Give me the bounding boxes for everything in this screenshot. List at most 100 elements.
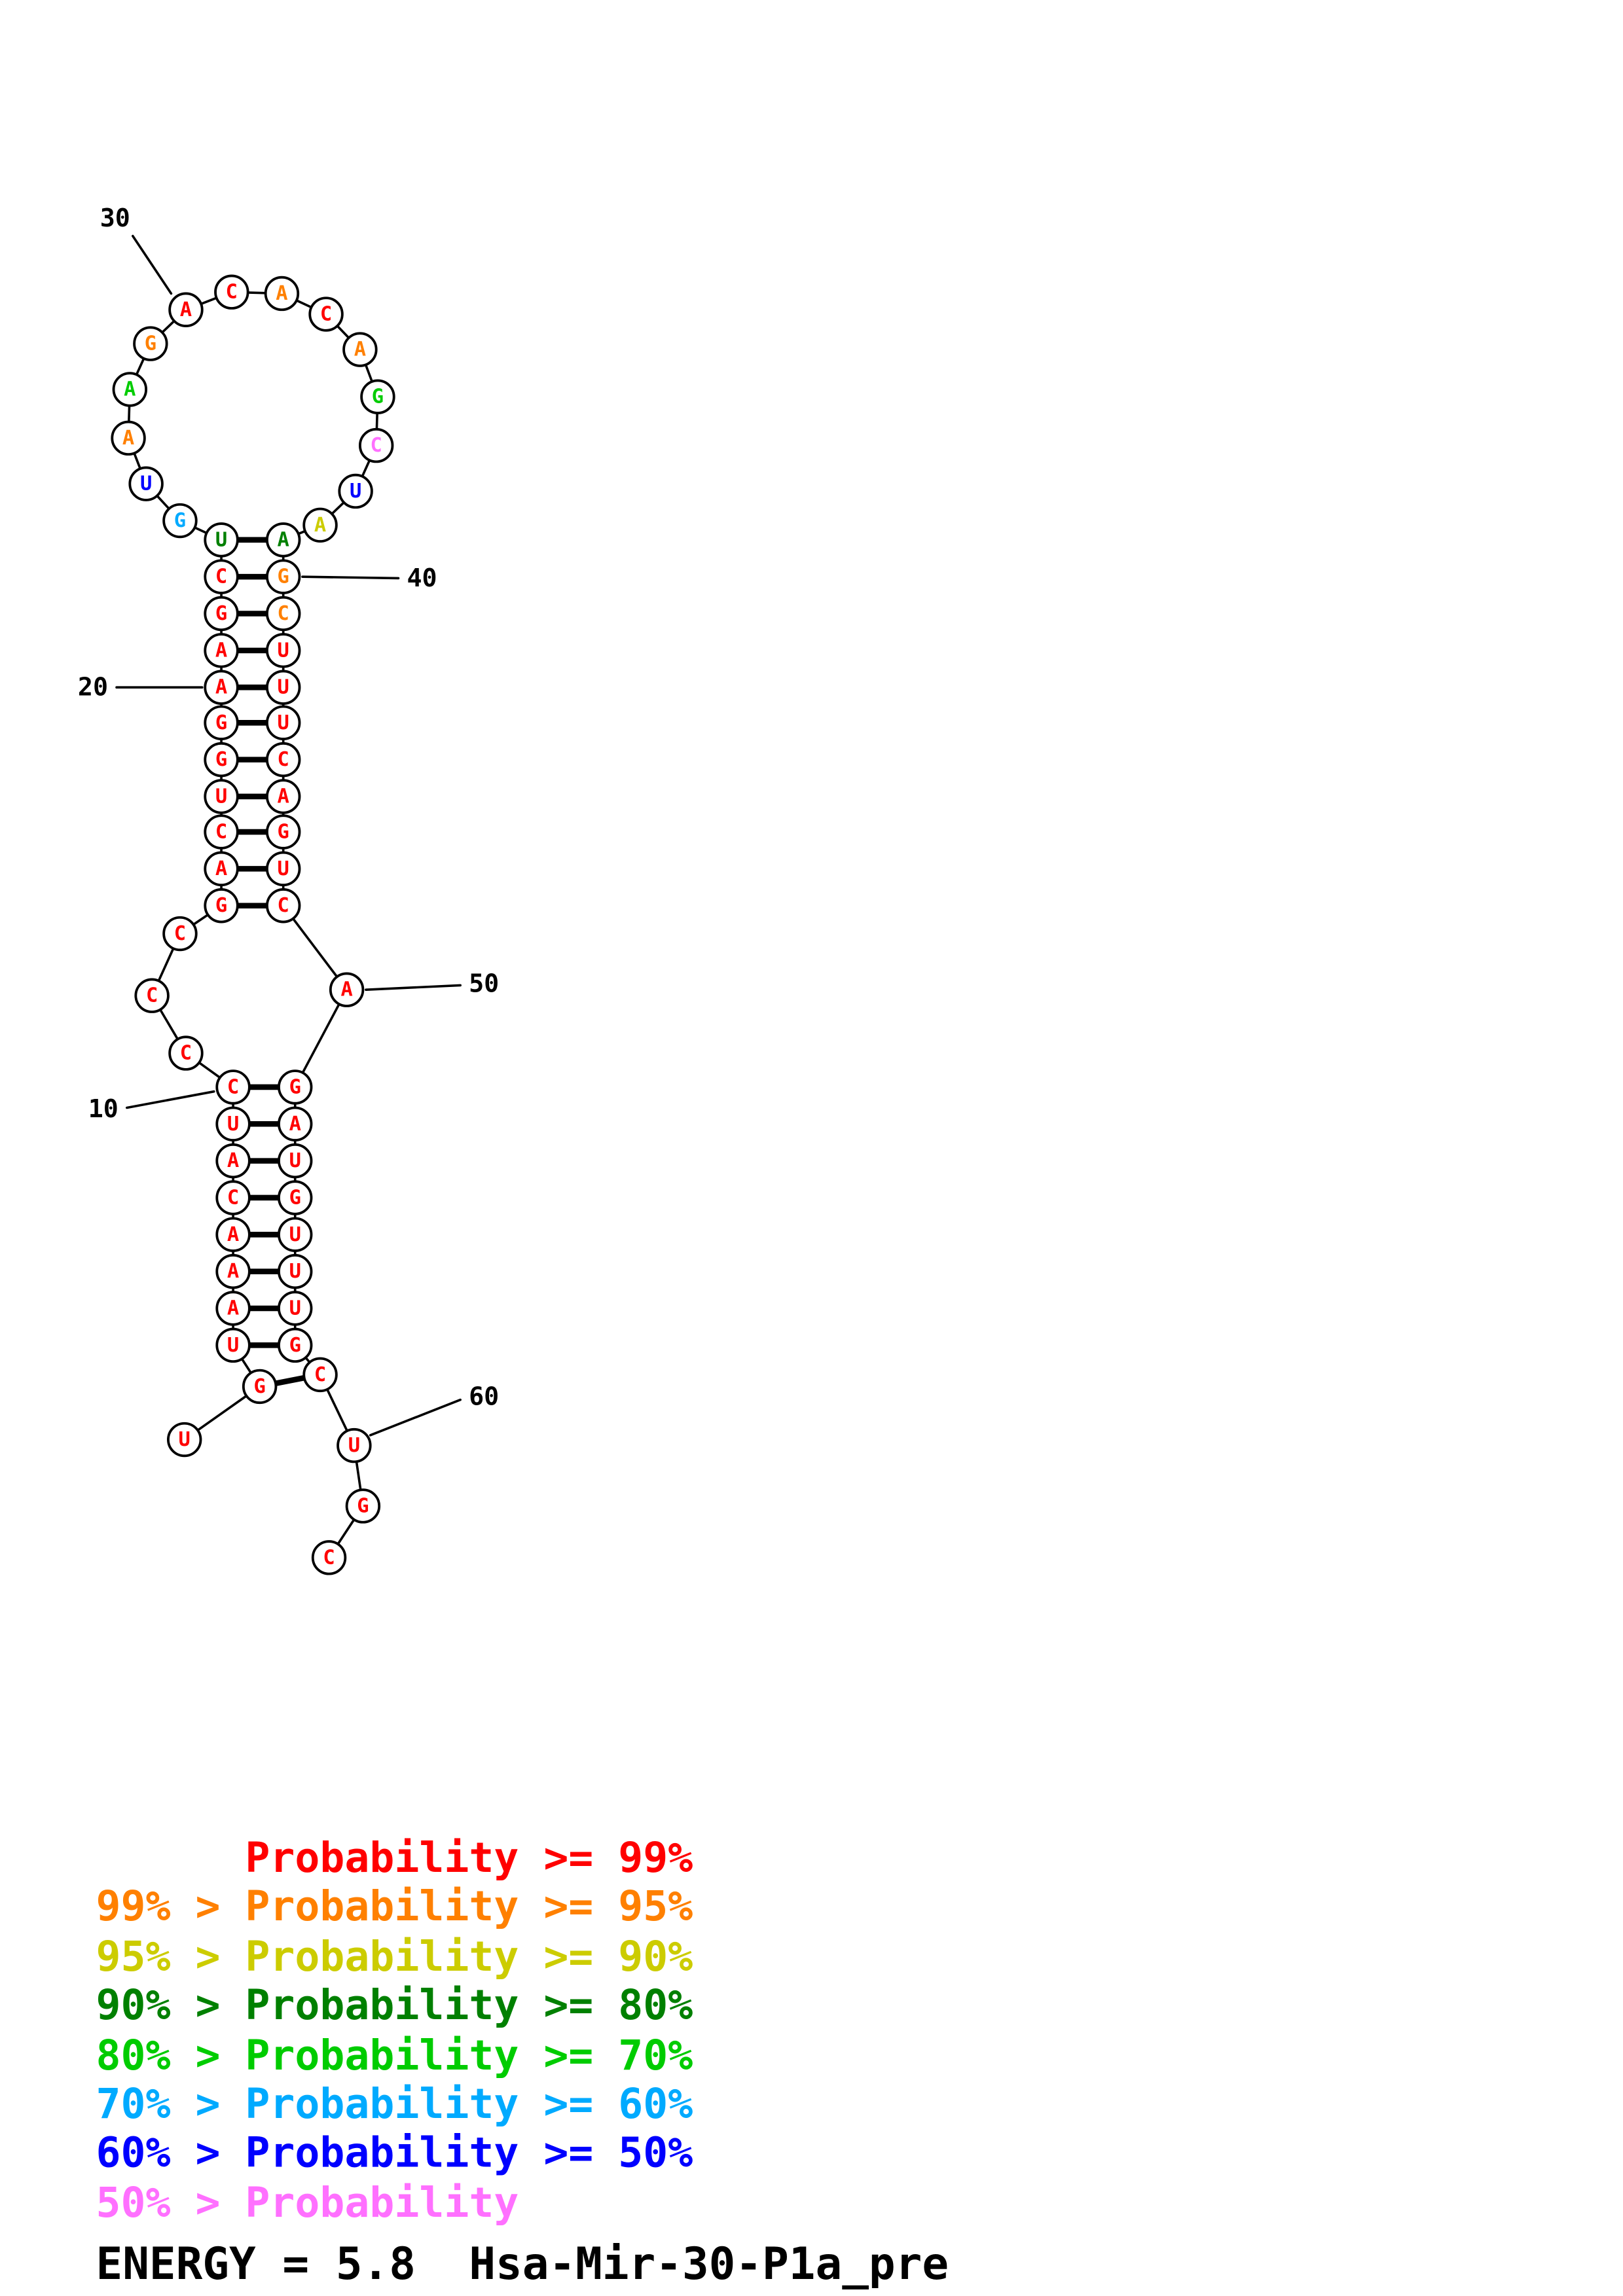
nucleotide-base: C — [278, 748, 289, 771]
nucleotide-base: U — [215, 785, 227, 808]
nucleotide-base: C — [226, 281, 238, 304]
nucleotide-circle — [204, 851, 239, 887]
nucleotide-circle — [134, 978, 170, 1013]
backbone-bond — [282, 904, 348, 991]
nucleotide-circle — [278, 1180, 313, 1215]
legend-line: 80% > Probability >= 70% — [96, 2030, 693, 2079]
nucleotide-circle — [265, 779, 301, 814]
nucleotide-circle — [204, 559, 239, 594]
nucleotide-base: A — [122, 427, 134, 450]
nucleotide-base: U — [289, 1223, 301, 1246]
nucleotide-circle — [265, 851, 301, 887]
position-leader-line — [132, 234, 173, 295]
nucleotide-circle — [302, 1357, 338, 1393]
nucleotide-circle — [265, 888, 301, 924]
nucleotide-circle — [215, 1327, 251, 1363]
nucleotide-base: A — [278, 785, 289, 808]
nucleotide-circle — [278, 1217, 313, 1252]
nucleotide-base: G — [215, 748, 227, 771]
position-leader-line — [369, 1398, 462, 1437]
nucleotide-base: C — [215, 565, 227, 588]
nucleotide-base: U — [289, 1260, 301, 1283]
nucleotide-circle — [338, 473, 373, 509]
nucleotide-base: U — [350, 480, 361, 503]
nucleotide-base: U — [227, 1334, 239, 1357]
legend-line: 90% > Probability >= 80% — [96, 1981, 693, 2030]
nucleotide-base: G — [278, 565, 289, 588]
nucleotide-base: G — [215, 894, 227, 917]
nucleotide-circle — [215, 1143, 251, 1179]
nucleotide-base: A — [180, 298, 192, 321]
nucleotide-base: A — [227, 1260, 239, 1283]
nucleotide-base: U — [289, 1297, 301, 1319]
nucleotide-base: C — [174, 922, 186, 945]
nucleotide-circle — [265, 670, 301, 705]
nucleotide-circle — [204, 522, 239, 558]
position-label: 50 — [469, 969, 499, 999]
position-leader-line — [365, 984, 462, 991]
position-label: 60 — [469, 1382, 499, 1412]
nucleotide-circle — [265, 705, 301, 740]
nucleotide-base: C — [323, 1546, 335, 1569]
nucleotide-base: U — [140, 473, 152, 495]
nucleotide-circle — [337, 1427, 372, 1463]
probability-legend: Probability >= 99%99% > Probability >= 9… — [96, 1833, 693, 2227]
nucleotide-base: A — [354, 338, 366, 361]
nucleotide-base: U — [278, 857, 289, 880]
nucleotide-circle — [265, 814, 301, 850]
nucleotide-base: C — [320, 303, 332, 326]
nucleotide-base: G — [174, 509, 186, 532]
nucleotide-circle — [215, 1291, 251, 1326]
nucleotide-base: G — [145, 332, 156, 355]
nucleotide-circle — [278, 1106, 313, 1141]
nucleotide-base: A — [340, 978, 352, 1001]
nucleotide-circle — [162, 503, 198, 539]
nucleotide-circle — [242, 1369, 278, 1405]
nucleotide-circle — [278, 1253, 313, 1289]
legend-line: 95% > Probability >= 90% — [96, 1931, 693, 1981]
position-leader-line — [301, 575, 400, 580]
nucleotide-circle — [215, 1180, 251, 1215]
nucleotide-circle — [111, 420, 146, 456]
nucleotide-base: C — [314, 1363, 326, 1386]
nucleotide-circle — [302, 507, 338, 543]
legend-line: Probability >= 99% — [96, 1833, 693, 1882]
nucleotide-circle — [214, 274, 249, 310]
nucleotide-circle — [360, 379, 395, 414]
nucleotide-base: G — [278, 821, 289, 844]
nucleotide-base: G — [253, 1375, 265, 1398]
nucleotide-base: C — [278, 602, 289, 625]
nucleotide-circle — [204, 596, 239, 632]
nucleotide-base: A — [124, 378, 136, 401]
nucleotide-base: A — [227, 1149, 239, 1172]
nucleotide-circle — [128, 466, 164, 501]
nucleotide-base: U — [227, 1113, 239, 1136]
nucleotide-circle — [358, 427, 394, 463]
nucleotide-circle — [265, 559, 301, 594]
nucleotide-base: A — [215, 639, 227, 662]
nucleotide-base: A — [227, 1223, 239, 1246]
nucleotide-base: U — [289, 1149, 301, 1172]
nucleotide-circle — [278, 1291, 313, 1326]
nucleotide-base: U — [278, 676, 289, 699]
nucleotide-base: C — [371, 434, 382, 457]
nucleotide-circle — [133, 326, 168, 361]
position-leader-line — [126, 1090, 215, 1109]
nucleotide-base: G — [372, 386, 384, 408]
nucleotide-circle — [215, 1253, 251, 1289]
nucleotide-circle — [204, 779, 239, 814]
position-label: 30 — [100, 204, 130, 233]
nucleotide-base: U — [278, 711, 289, 734]
position-label: 40 — [407, 564, 437, 593]
nucleotide-base: A — [314, 514, 326, 537]
nucleotide-base: G — [357, 1494, 369, 1517]
nucleotide-circle — [204, 814, 239, 850]
legend-line: 99% > Probability >= 95% — [96, 1882, 693, 1931]
nucleotide-circle — [162, 916, 198, 952]
nucleotide-circle — [265, 596, 301, 632]
nucleotide-base: A — [227, 1297, 239, 1319]
nucleotide-circle — [329, 972, 365, 1007]
backbone-bond — [293, 988, 348, 1088]
